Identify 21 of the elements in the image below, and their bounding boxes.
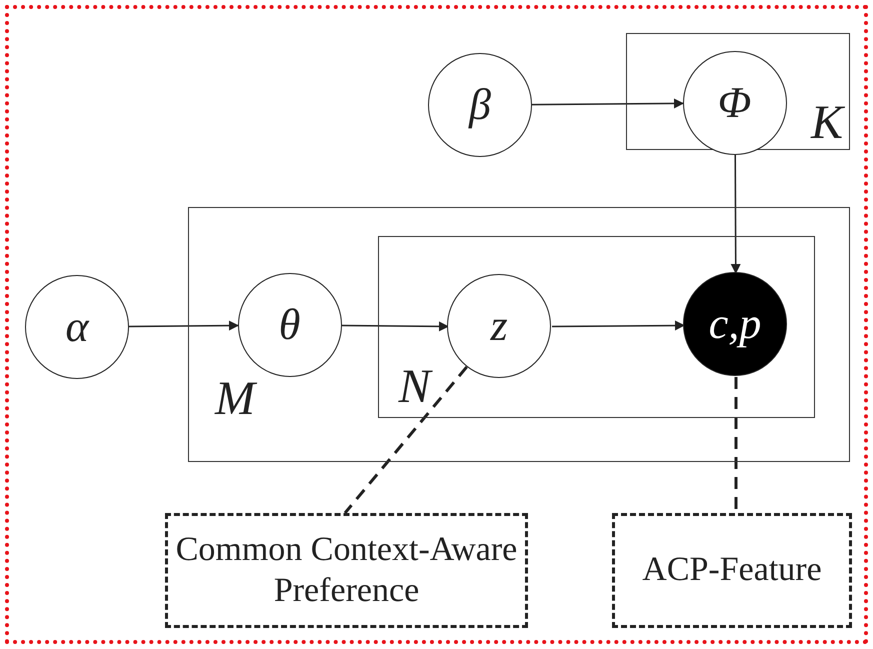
plate-label: M [215,375,255,423]
annotation-text: ACP-Feature [642,550,822,590]
plate-label: K [810,99,843,147]
variable-symbol: α [65,305,89,349]
plate-box [188,207,850,462]
variable-symbol: c,p [708,302,762,346]
annotation-box [612,513,852,628]
plate-label: N [398,362,431,410]
variable-symbol: z [490,304,508,348]
variable-symbol: θ [278,302,300,346]
variable-symbol: β [469,83,491,127]
arrow [730,155,741,274]
arrow [552,320,685,331]
plate-box [378,236,814,418]
arrow [532,98,684,108]
connector-line [344,366,468,514]
arrow [129,320,239,331]
annotation-text: Common Context-Aware Preference [174,530,518,610]
annotation-box [165,513,528,628]
arrow [342,321,449,332]
variable-symbol: Φ [718,80,752,124]
